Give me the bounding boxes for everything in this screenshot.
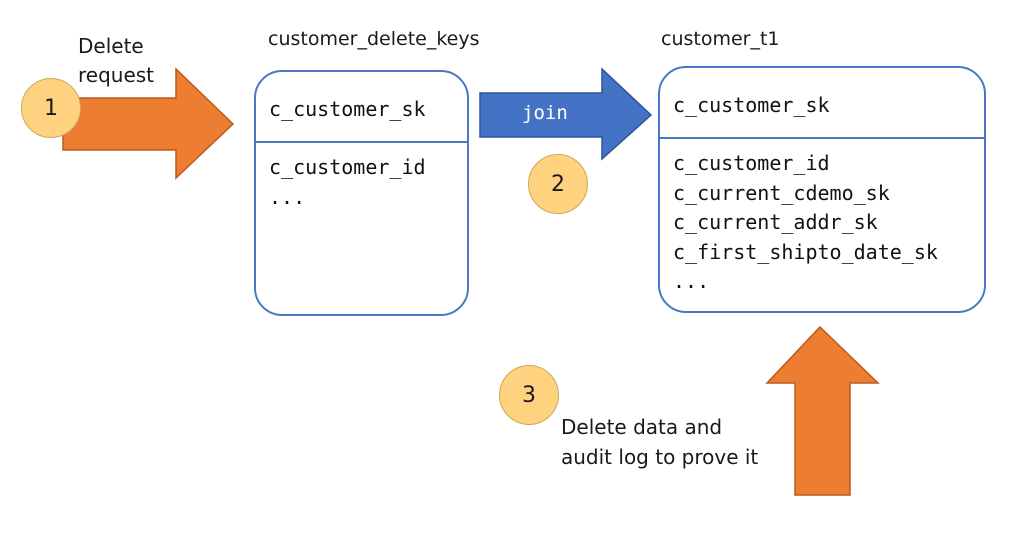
target-column: c_current_cdemo_sk [673,180,890,205]
delete-keys-key-column: c_customer_sk [269,97,426,121]
delete-keys-column: ... [269,184,306,209]
target-column: c_first_shipto_date_sk [673,239,938,264]
step-1-caption-line2: request [78,63,155,87]
target-column: ... [673,269,710,293]
target-divider [660,137,984,139]
step-3-caption-line1: Delete data and [561,415,723,439]
step-3-caption-line2: audit log to prove it [561,445,759,469]
join-arrow-icon [479,67,653,161]
step-3-badge: 3 [499,365,559,425]
target-column: c_current_addr_sk [673,210,878,234]
delete-keys-column: c_customer_id [269,155,426,179]
step-1-number: 1 [44,95,58,121]
target-key-column: c_customer_sk [673,93,830,117]
delete-keys-table: c_customer_sk c_customer_id ... [254,70,469,316]
delete-request-arrow-icon [62,67,235,180]
join-label: join [522,102,568,124]
target-table: c_customer_sk c_customer_id c_current_cd… [658,66,986,313]
step-1-caption-line1: Delete [78,34,144,58]
step-3-number: 3 [522,382,536,408]
step-1-badge: 1 [21,78,81,138]
step-2-number: 2 [551,171,565,197]
delete-keys-divider [256,141,467,143]
delete-keys-column-list: c_customer_id ... [269,153,426,212]
delete-keys-table-title: customer_delete_keys [268,28,480,50]
delete-data-arrow-icon [765,325,880,496]
target-column: c_customer_id [673,151,830,175]
target-column-list: c_customer_id c_current_cdemo_sk c_curre… [673,149,938,297]
step-2-badge: 2 [528,154,588,214]
target-table-title: customer_t1 [661,28,780,50]
